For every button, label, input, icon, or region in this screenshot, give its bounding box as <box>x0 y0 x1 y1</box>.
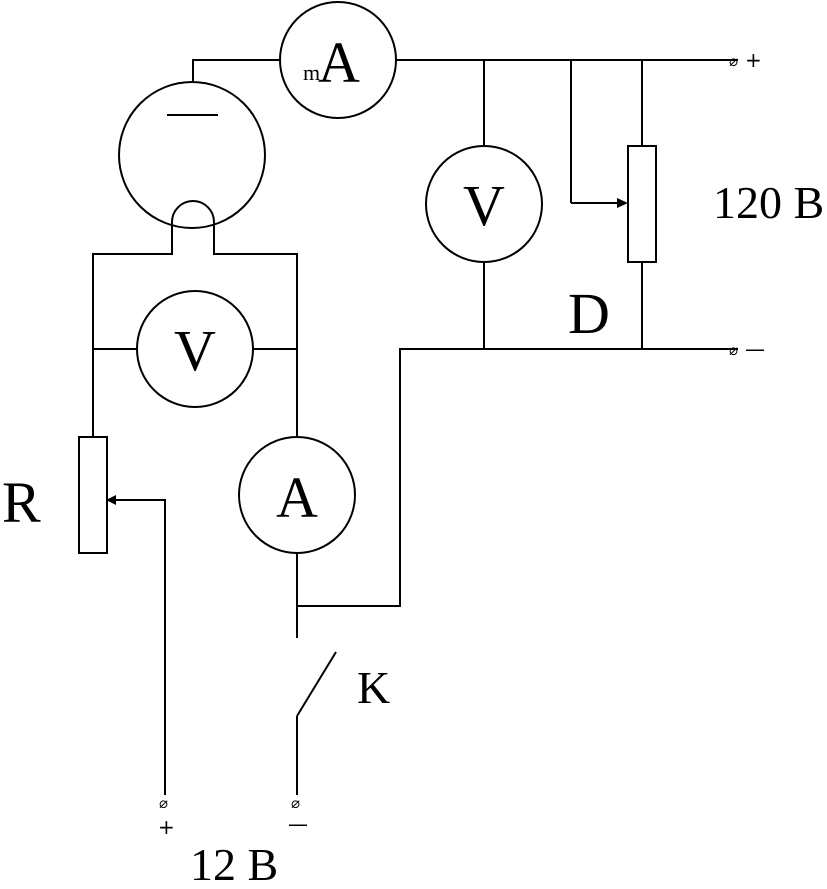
milliammeter-prefix: m <box>303 60 320 85</box>
terminal-icon: ⌀ <box>159 794 168 812</box>
plus-sign: + <box>745 48 762 72</box>
tube-envelope <box>118 81 266 229</box>
milliammeter: m A <box>279 1 397 119</box>
minus-sign: — <box>745 337 765 361</box>
filament-voltmeter-symbol: V <box>174 318 216 383</box>
filament-ammeter-symbol: A <box>276 465 318 530</box>
terminal-icon: ⌀ <box>291 794 300 812</box>
lv-plus-terminal: ⌀ + <box>158 794 175 839</box>
anode-voltmeter: V <box>425 145 543 263</box>
filament-voltmeter: V <box>136 290 254 408</box>
high-voltage-label: 120 B <box>713 177 824 228</box>
minus-sign: — <box>288 812 308 836</box>
switch-label: K <box>357 662 390 713</box>
plus-sign: + <box>158 815 175 839</box>
vacuum-tube <box>118 81 266 230</box>
cathode-filament <box>171 200 215 230</box>
lv-minus-terminal: ⌀ — <box>288 794 308 836</box>
rheostat <box>78 436 108 554</box>
terminal-icon: ⌀ <box>729 52 738 70</box>
milliammeter-symbol: A <box>318 30 360 95</box>
anode-circuit-wires <box>192 59 738 607</box>
potentiometer-label: D <box>568 281 610 346</box>
switch <box>296 651 337 717</box>
anode-voltmeter-symbol: V <box>463 173 505 238</box>
potentiometer <box>627 145 657 263</box>
low-voltage-label: 12 B <box>190 839 278 889</box>
hv-minus-terminal: ⌀ — <box>729 337 765 361</box>
filament-circuit-wires <box>92 228 298 795</box>
rheostat-label: R <box>2 470 41 535</box>
filament-ammeter: A <box>238 436 356 554</box>
hv-plus-terminal: ⌀ + <box>729 48 762 72</box>
terminal-icon: ⌀ <box>729 341 738 359</box>
